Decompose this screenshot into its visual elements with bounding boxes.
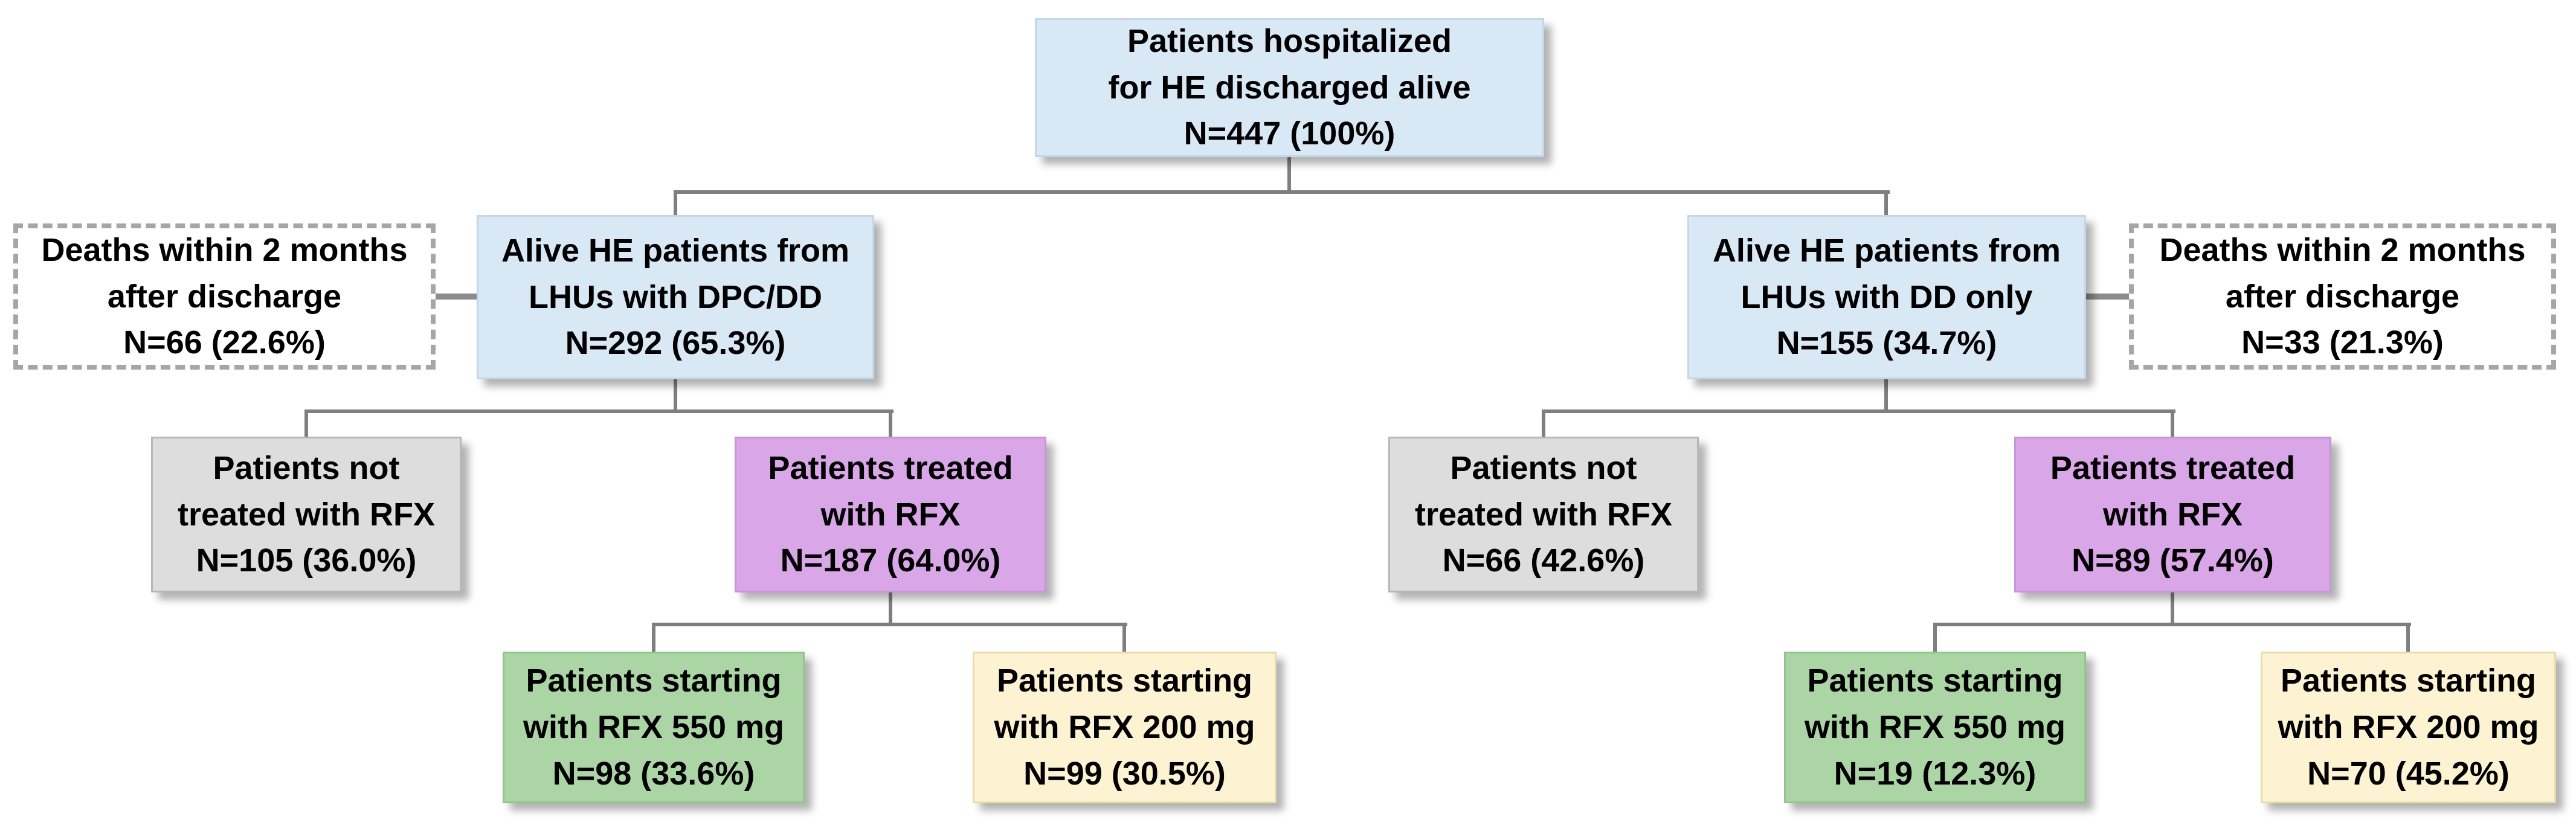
connector-alive-dd-down <box>1884 378 1888 412</box>
node-treated-dd: Patients treated with RFX N=89 (57.4%) <box>2014 437 2331 592</box>
connector-level3-left-rail <box>304 409 894 413</box>
node-text-line: Alive HE patients from <box>1712 232 2061 269</box>
node-text-line: treated with RFX <box>1414 496 1673 533</box>
connector-not-treated-dpcdd-drop <box>304 409 308 438</box>
node-text-line: N=33 (21.3%) <box>2241 324 2444 361</box>
node-text-line: N=155 (34.7%) <box>1776 325 1997 362</box>
connector-level4-left-rail <box>652 623 1127 626</box>
node-rfx200-dd: Patients starting with RFX 200 mg N=70 (… <box>2261 652 2556 803</box>
connector-rfx550-dd-drop <box>1933 623 1937 652</box>
connector-deaths-dd-stub <box>2084 294 2130 300</box>
node-text-line: LHUs with DD only <box>1740 278 2033 315</box>
connector-not-treated-dd-drop <box>1542 409 1545 438</box>
connector-level4-right-rail <box>1933 623 2411 626</box>
node-text-line: Alive HE patients from <box>501 232 850 269</box>
node-text-line: LHUs with DPC/DD <box>529 278 822 315</box>
node-text-line: Patients starting <box>996 663 1253 699</box>
node-text-line: for HE discharged alive <box>1108 69 1471 106</box>
node-text-line: N=292 (65.3%) <box>565 325 786 362</box>
node-alive-dd-only: Alive HE patients from LHUs with DD only… <box>1687 215 2086 379</box>
node-text-line: N=66 (42.6%) <box>1442 542 1645 579</box>
node-deaths-dd: Deaths within 2 months after discharge N… <box>2129 223 2556 370</box>
node-text-line: Deaths within 2 months <box>2159 232 2526 268</box>
node-text-line: N=19 (12.3%) <box>1834 755 2037 792</box>
node-text-line: Patients not <box>1450 449 1637 486</box>
node-text-line: Patients hospitalized <box>1127 23 1452 59</box>
node-text-line: N=70 (45.2%) <box>2307 755 2510 792</box>
node-not-treated-dd: Patients not treated with RFX N=66 (42.6… <box>1388 437 1699 592</box>
node-text-line: Patients starting <box>1807 663 2063 699</box>
node-text-line: Patients treated <box>768 449 1013 486</box>
node-patients-hospitalized: Patients hospitalized for HE discharged … <box>1035 18 1544 157</box>
connector-treated-dpcdd-drop <box>889 409 892 438</box>
node-text-line: with RFX 200 mg <box>2278 709 2539 746</box>
node-text-line: with RFX 200 mg <box>994 709 1255 746</box>
node-text-line: N=187 (64.0%) <box>780 542 1001 579</box>
node-text-line: treated with RFX <box>177 496 436 533</box>
node-text-line: Patients not <box>213 449 400 486</box>
node-alive-dpcdd: Alive HE patients from LHUs with DPC/DD … <box>477 215 874 379</box>
connector-rfx550-dpcdd-drop <box>652 623 655 652</box>
node-text-line: N=89 (57.4%) <box>2072 542 2274 579</box>
connector-root-down <box>1287 157 1291 192</box>
node-treated-dpcdd: Patients treated with RFX N=187 (64.0%) <box>735 437 1046 592</box>
node-text-line: N=105 (36.0%) <box>196 542 417 579</box>
connector-alive-dpcdd-down <box>674 378 677 412</box>
node-text-line: after discharge <box>2225 278 2460 315</box>
node-not-treated-dpcdd: Patients not treated with RFX N=105 (36.… <box>151 437 462 592</box>
node-text-line: after discharge <box>107 278 342 315</box>
connector-level2-rail <box>674 190 1890 194</box>
connector-treated-dd-down <box>2171 591 2174 625</box>
connector-rfx200-dpcdd-drop <box>1122 623 1126 652</box>
connector-treated-dpcdd-down <box>889 591 892 625</box>
node-text-line: Deaths within 2 months <box>41 232 408 268</box>
node-rfx200-dpcdd: Patients starting with RFX 200 mg N=99 (… <box>973 652 1277 803</box>
node-text-line: N=99 (30.5%) <box>1023 755 1226 792</box>
node-text-line: Patients starting <box>2280 663 2537 699</box>
connector-rfx200-dd-drop <box>2406 623 2410 652</box>
node-text-line: with RFX 550 mg <box>523 709 785 746</box>
node-text-line: with RFX <box>2103 496 2243 533</box>
node-rfx550-dd: Patients starting with RFX 550 mg N=19 (… <box>1784 652 2086 803</box>
connector-alive-dpcdd-drop <box>674 190 677 217</box>
connector-level3-right-rail <box>1542 409 2175 413</box>
node-text-line: N=98 (33.6%) <box>552 755 755 792</box>
connector-treated-dd-drop <box>2171 409 2174 438</box>
node-text-line: with RFX 550 mg <box>1804 709 2066 746</box>
node-text-line: Patients starting <box>526 663 782 699</box>
node-text-line: N=66 (22.6%) <box>123 324 326 361</box>
node-text-line: with RFX <box>820 496 961 533</box>
node-rfx550-dpcdd: Patients starting with RFX 550 mg N=98 (… <box>503 652 805 803</box>
node-deaths-dpcdd: Deaths within 2 months after discharge N… <box>13 223 436 370</box>
connector-deaths-dpcdd-stub <box>436 294 478 300</box>
connector-alive-dd-drop <box>1884 190 1888 217</box>
node-text-line: Patients treated <box>2050 449 2296 486</box>
node-text-line: N=447 (100%) <box>1183 115 1396 152</box>
